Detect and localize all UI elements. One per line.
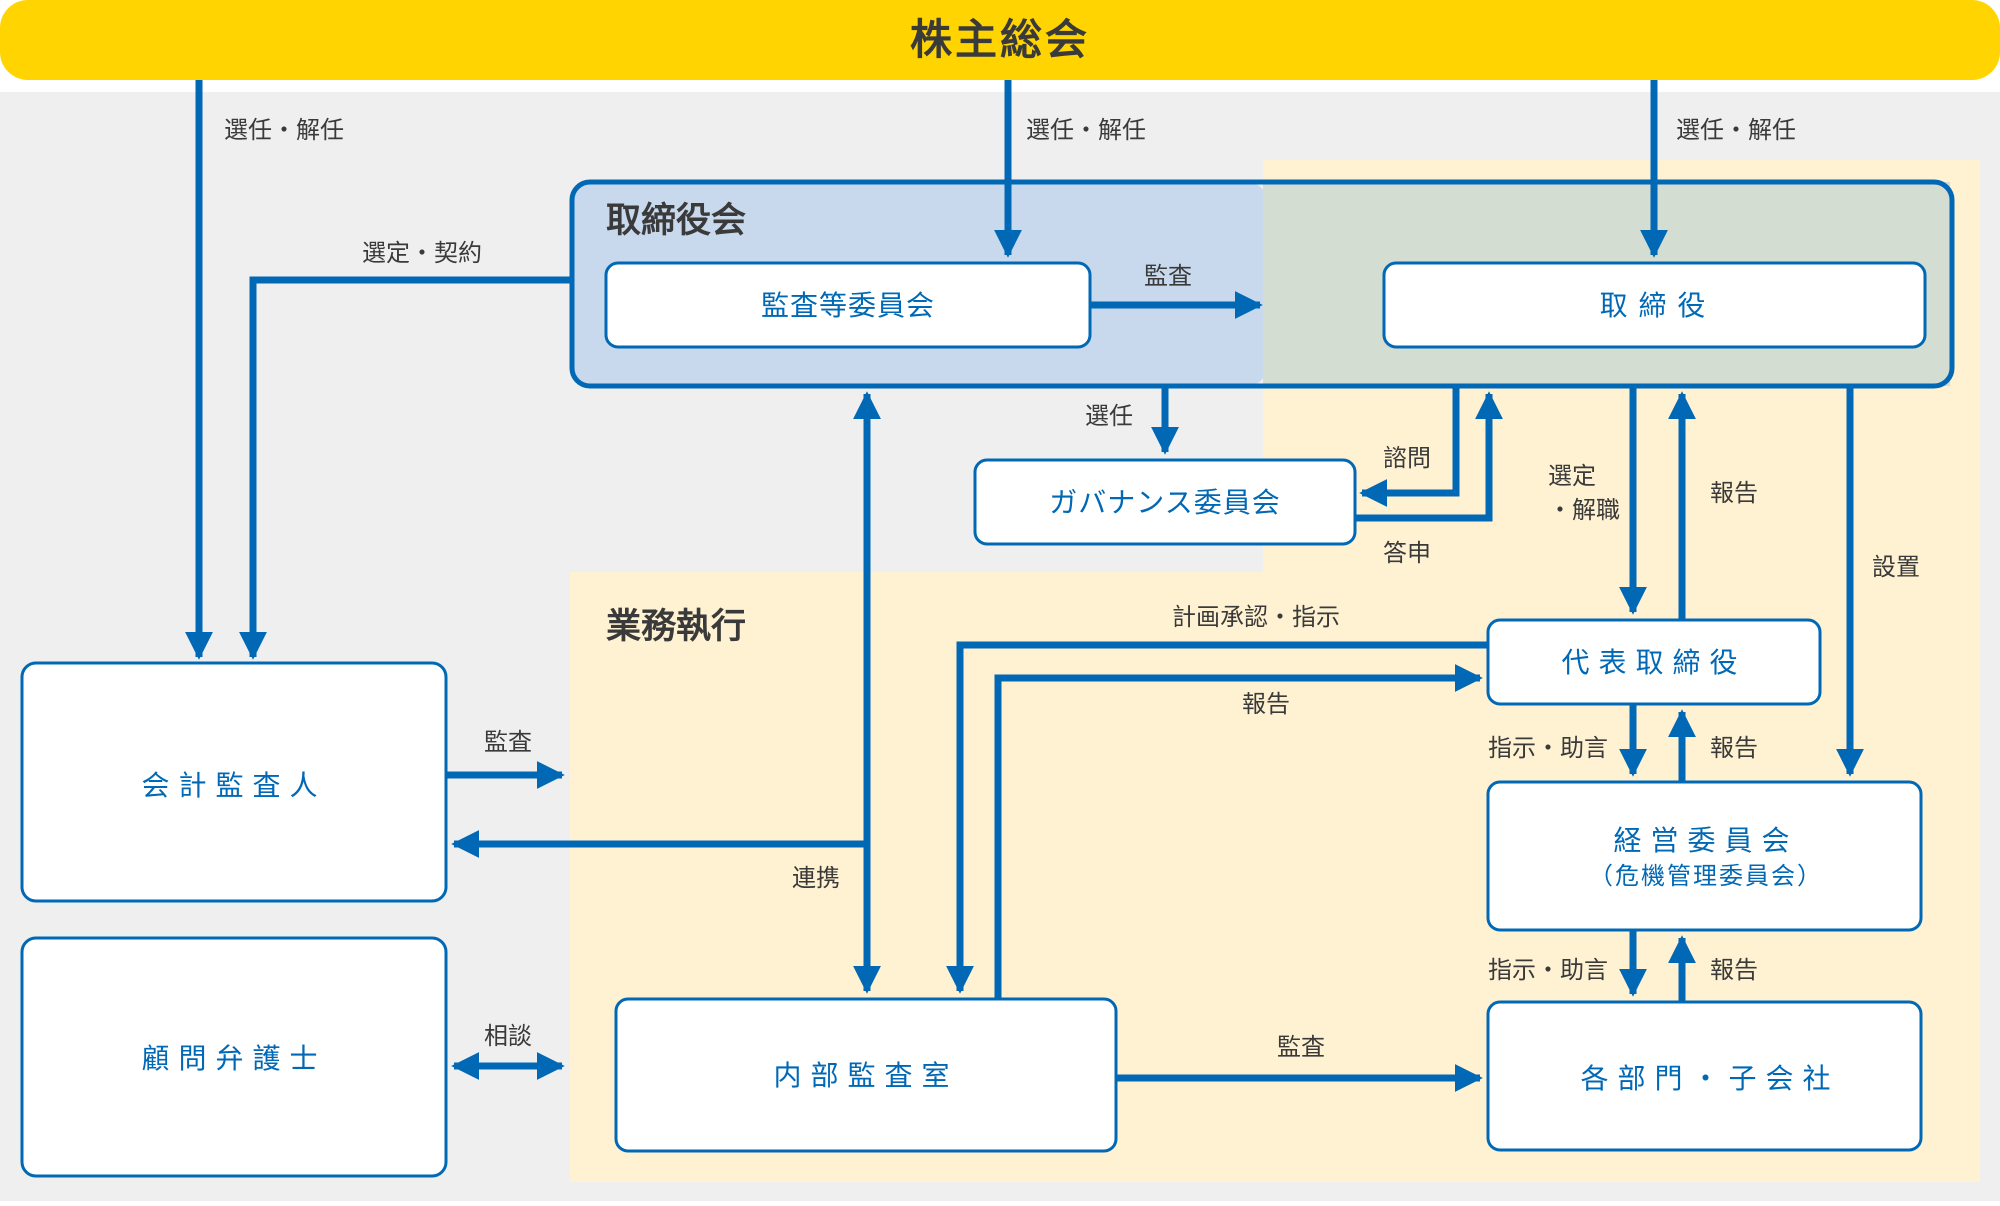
label-report-2: 報告 xyxy=(1710,956,1758,984)
label-accounting-audit: 監査 xyxy=(484,728,532,756)
management-committee-box xyxy=(1486,780,1923,932)
label-select-dismiss-line1: 選定 xyxy=(1548,462,1596,490)
legal-advisor-box xyxy=(20,936,448,1178)
legal-advisor-label: 顧問弁護士 xyxy=(141,1042,326,1075)
arrow-consult xyxy=(1359,386,1460,507)
label-select-contract: 選定・契約 xyxy=(362,239,482,267)
label-legal-consultation: 相談 xyxy=(484,1022,532,1050)
label-consult: 諮問 xyxy=(1383,444,1431,472)
audit-committee-label: 監査等委員会 xyxy=(761,289,935,322)
label-response: 答申 xyxy=(1383,539,1431,567)
arrow-plan-approval xyxy=(946,641,1488,994)
label-appoint: 選任 xyxy=(1085,402,1133,430)
label-report-1: 報告 xyxy=(1710,734,1758,762)
departments-label: 各部門・子会社 xyxy=(1580,1062,1839,1095)
label-instruction-2: 指示・助言 xyxy=(1488,956,1608,984)
label-elect-dismiss-center: 選任・解任 xyxy=(1026,116,1146,144)
directors-label: 取 締 役 xyxy=(1600,289,1707,322)
management-committee-label: 経営委員会 xyxy=(1613,824,1798,857)
governance-committee-label: ガバナンス委員会 xyxy=(1049,486,1280,519)
label-report-internal: 報告 xyxy=(1242,690,1290,718)
board-of-directors-frame xyxy=(569,179,1955,389)
arrow-internal-audit-report xyxy=(994,664,1483,999)
label-plan-approval: 計画承認・指示 xyxy=(1172,603,1340,631)
directors-box xyxy=(1382,261,1927,349)
shareholders-meeting-label: 株主総会 xyxy=(910,15,1090,64)
departments-box xyxy=(1486,1000,1923,1152)
label-report-to-board: 報告 xyxy=(1710,479,1758,507)
label-elect-dismiss-right: 選任・解任 xyxy=(1676,116,1796,144)
board-of-directors-title: 取締役会 xyxy=(606,201,746,241)
label-establish: 設置 xyxy=(1872,553,1920,581)
shareholders-meeting-bar xyxy=(0,0,2000,80)
label-instruction-1: 指示・助言 xyxy=(1488,734,1608,762)
accounting-auditor-box xyxy=(20,661,448,903)
label-audit-committee-audit: 監査 xyxy=(1144,262,1192,290)
label-elect-dismiss-left: 選任・解任 xyxy=(224,116,344,144)
execution-title: 業務執行 xyxy=(606,607,746,647)
board-area-green-corner xyxy=(1920,182,1950,386)
representative-director-label: 代表取締役 xyxy=(1561,646,1746,679)
label-cooperation: 連携 xyxy=(792,864,840,892)
arrow-response xyxy=(1355,391,1503,522)
internal-audit-office-label: 内部監査室 xyxy=(773,1059,958,1092)
governance-committee-box xyxy=(973,458,1357,546)
arrow-board-to-accounting-auditor xyxy=(239,276,572,660)
management-committee-sublabel: （危機管理委員会） xyxy=(1589,862,1823,890)
representative-director-box xyxy=(1486,618,1822,706)
label-select-dismiss-line2: ・解職 xyxy=(1548,496,1620,524)
label-internal-audit: 監査 xyxy=(1277,1033,1325,1061)
accounting-auditor-label: 会計監査人 xyxy=(141,769,326,802)
